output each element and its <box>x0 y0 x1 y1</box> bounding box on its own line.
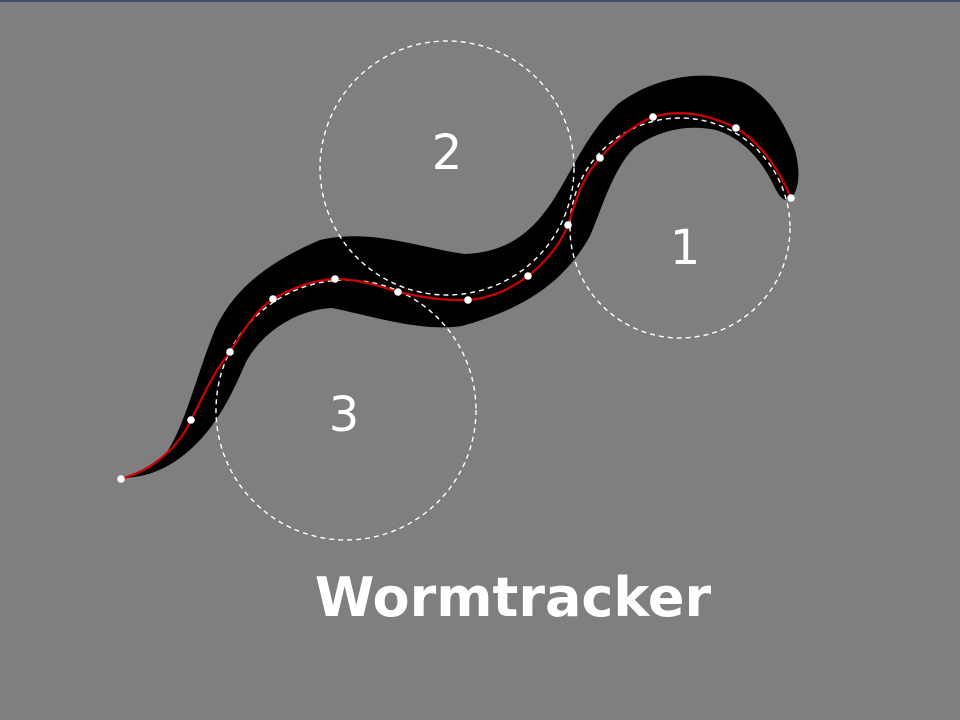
worm-body <box>120 75 799 478</box>
tracking-point <box>596 154 604 162</box>
tracking-point <box>226 348 234 356</box>
tracking-point <box>331 275 339 283</box>
page-title: Wormtracker <box>314 566 712 629</box>
tracking-point <box>564 221 572 229</box>
tracking-point <box>649 113 657 121</box>
tracking-point <box>269 295 277 303</box>
tracking-point <box>187 416 195 424</box>
tracking-point <box>524 272 532 280</box>
region-label-3: 3 <box>329 387 360 443</box>
tracking-point <box>787 194 795 202</box>
tracking-point <box>394 288 402 296</box>
tracking-point <box>732 124 740 132</box>
top-border <box>0 0 960 2</box>
region-label-1: 1 <box>670 220 701 276</box>
tracking-point <box>117 475 125 483</box>
region-label-2: 2 <box>432 125 463 181</box>
tracking-point <box>464 296 472 304</box>
tracking-points <box>117 113 795 483</box>
region-circle-2 <box>319 40 575 296</box>
